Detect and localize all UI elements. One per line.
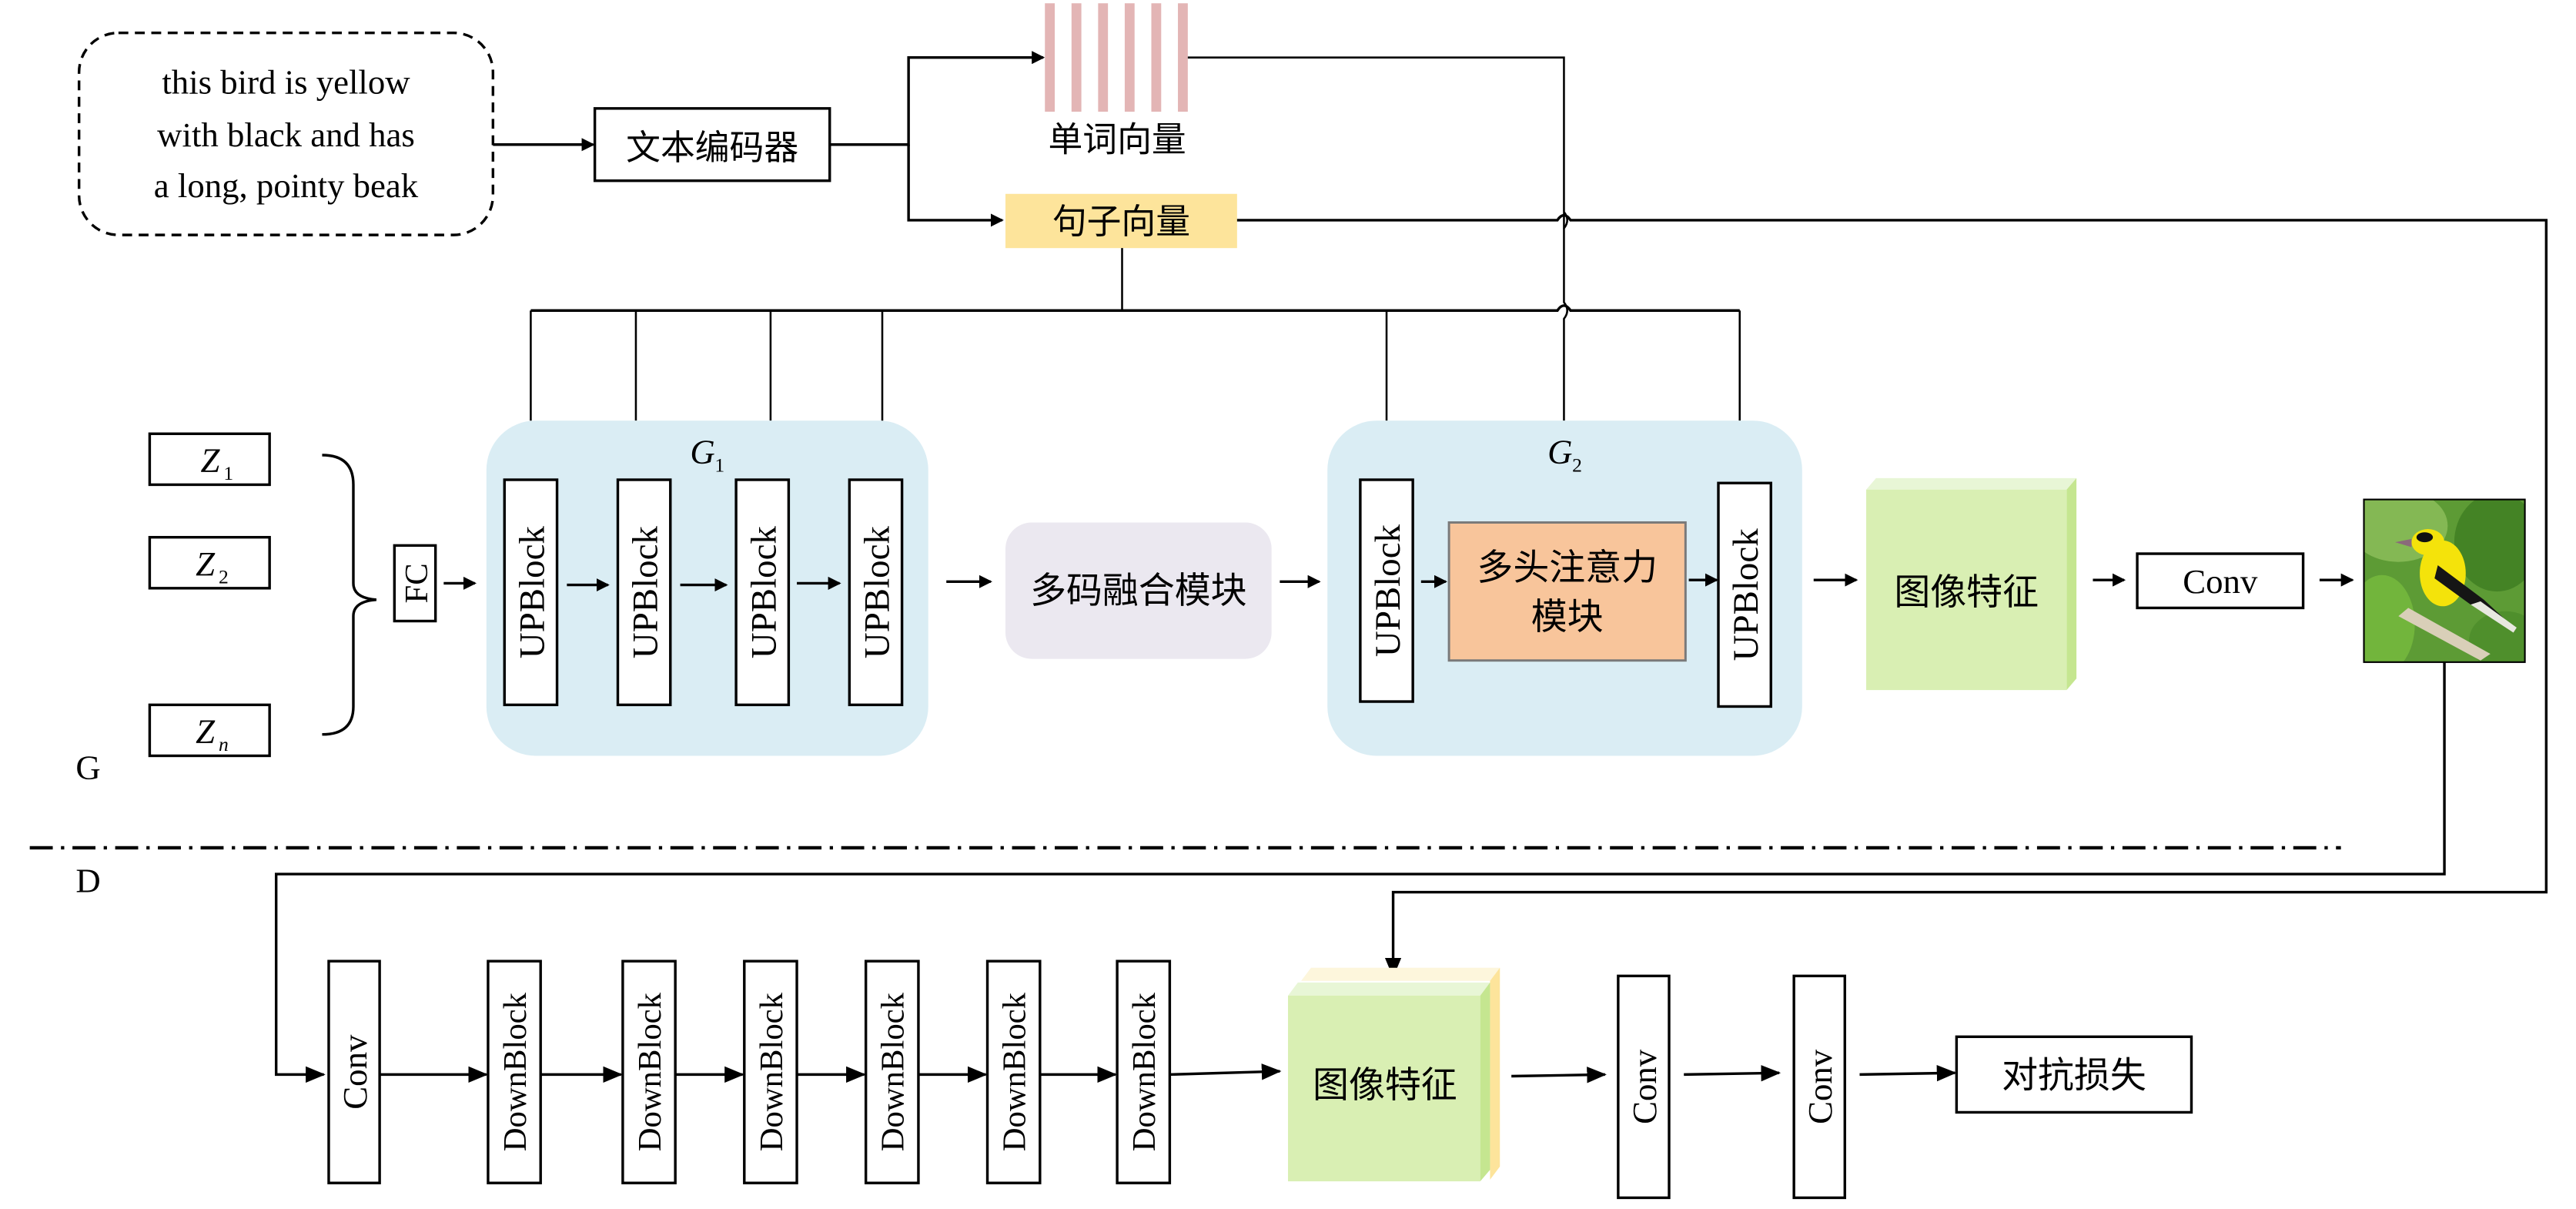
arrow-encoder-to-sentence-vector <box>907 144 1004 227</box>
g1-upblock: UPBlock <box>503 478 559 707</box>
noise-z2-base: Z <box>196 544 216 583</box>
sentence-vector-box: 句子向量 <box>1005 193 1237 249</box>
noise-z1-sub: 1 <box>223 462 233 484</box>
discriminator-section-label: D <box>75 862 100 900</box>
g1-upblock-label: UPBlock <box>744 526 784 659</box>
g1-upblock-label: UPBlock <box>858 526 898 659</box>
down-block-label: DownBlock <box>754 992 790 1151</box>
g2-title-sub: 2 <box>1572 454 1582 476</box>
g1-background <box>486 420 928 756</box>
noise-z2: Z 2 <box>148 535 271 590</box>
g1-upblock-label: UPBlock <box>626 526 666 659</box>
g1-title: G <box>690 433 714 471</box>
noise-inputs: Z 1 Z 2 Z n <box>148 432 271 758</box>
g2-title: G <box>1547 433 1572 471</box>
disc-conv3-box: Conv <box>1792 974 1846 1200</box>
g1-panel: G 1 UPBlock UPBlock UPBlock UPBlock <box>486 420 928 756</box>
g2-panel: G 2 UPBlock 多头注意力 模块 UPBlock <box>1327 420 1802 756</box>
g1-upblock: UPBlock <box>616 478 672 707</box>
gen-conv-label: Conv <box>2183 562 2258 601</box>
noise-zn: Z n <box>148 703 271 758</box>
down-block: DownBlock <box>743 959 798 1184</box>
word-vector-stripe <box>1071 3 1082 112</box>
g1-upblock: UPBlock <box>848 478 904 707</box>
word-vectors-stripes <box>1045 3 1188 112</box>
sentence-bus <box>530 304 1740 312</box>
generator-section-label: G <box>75 748 100 786</box>
arrow-features-to-conv2 <box>1511 1067 1607 1083</box>
g1-title-sub: 1 <box>714 454 724 476</box>
g2-upblock-right: UPBlock <box>1717 481 1772 708</box>
down-block: DownBlock <box>1116 959 1172 1184</box>
gen-features-block: 图像特征 <box>1866 477 2077 691</box>
flow-arrow <box>1169 1063 1282 1080</box>
gen-features-label: 图像特征 <box>1894 571 2039 614</box>
disc-conv3-label: Conv <box>1801 1049 1839 1124</box>
arrow-encoder-to-word-vectors <box>829 51 1045 146</box>
word-vector-stripe <box>1045 3 1055 112</box>
noise-z1-base: Z <box>201 440 221 479</box>
sentence-vector-label: 句子向量 <box>1052 201 1190 242</box>
disc-conv2-box: Conv <box>1617 974 1671 1200</box>
image-to-discriminator <box>274 661 2446 1083</box>
text-encoder-box: 文本编码器 <box>593 107 831 183</box>
g2-upblock-left-label: UPBlock <box>1368 524 1408 657</box>
word-vector-stripe <box>1098 3 1109 112</box>
down-block-label: DownBlock <box>632 992 668 1151</box>
attention-label-line2: 模块 <box>1531 596 1604 638</box>
noise-z2-sub: 2 <box>219 565 229 588</box>
word-vector-connector <box>1187 56 1568 421</box>
down-block-label: DownBlock <box>1126 992 1163 1151</box>
g2-upblock-right-label: UPBlock <box>1726 528 1766 661</box>
attention-module: 多头注意力 模块 <box>1447 521 1687 662</box>
brace <box>322 454 376 736</box>
word-vector-stripe <box>1178 3 1188 112</box>
word-vector-stripe <box>1124 3 1135 112</box>
g1-upblock: UPBlock <box>734 478 791 707</box>
gen-conv-box: Conv <box>2136 552 2305 610</box>
down-block-label: DownBlock <box>497 992 534 1151</box>
disc-conv2-label: Conv <box>1625 1049 1664 1124</box>
g2-upblock-left: UPBlock <box>1359 478 1414 703</box>
disc-features-label: 图像特征 <box>1313 1064 1457 1107</box>
disc-conv-label: Conv <box>336 1034 374 1110</box>
text-input-line: a long, pointy beak <box>154 166 419 205</box>
arrow-conv2-to-conv3 <box>1684 1064 1781 1082</box>
adversarial-loss-label: 对抗损失 <box>2002 1054 2146 1097</box>
down-blocks: DownBlock DownBlock DownBlock DownBlock Down… <box>487 959 1172 1184</box>
disc-features-block: 图像特征 <box>1288 967 1500 1182</box>
sentence-vector-to-discriminator <box>1236 213 2548 978</box>
adversarial-loss-box: 对抗损失 <box>1955 1035 2193 1114</box>
noise-zn-base: Z <box>196 712 216 750</box>
down-arrows <box>380 1063 1282 1083</box>
fc-box: FC <box>393 544 437 623</box>
disc-conv-box: Conv <box>327 959 381 1184</box>
g1-upblock-label: UPBlock <box>512 526 552 659</box>
word-vectors-label: 单词向量 <box>1049 119 1186 159</box>
attention-label-line1: 多头注意力 <box>1477 547 1658 589</box>
noise-z1: Z 1 <box>148 432 271 487</box>
text-input-line: this bird is yellow <box>162 63 410 102</box>
down-block: DownBlock <box>864 959 920 1184</box>
fusion-module: 多码融合模块 <box>1005 522 1272 659</box>
noise-zn-sub: n <box>219 733 229 755</box>
down-block: DownBlock <box>985 959 1042 1184</box>
word-vector-stripe <box>1151 3 1162 112</box>
arrow-conv3-to-loss <box>1859 1064 1957 1082</box>
fusion-label: 多码融合模块 <box>1030 570 1247 612</box>
text-encoder-label: 文本编码器 <box>626 127 798 168</box>
text-input-bubble: this bird is yellow with black and has a… <box>77 31 495 236</box>
down-block: DownBlock <box>487 959 542 1184</box>
generated-bird-image <box>2363 498 2526 663</box>
down-block-label: DownBlock <box>875 992 912 1151</box>
fc-label: FC <box>399 563 435 603</box>
down-block: DownBlock <box>621 959 677 1184</box>
text-input-line: with black and has <box>157 116 415 154</box>
down-block-label: DownBlock <box>997 992 1033 1151</box>
sentence-bus-drops <box>530 310 1741 421</box>
